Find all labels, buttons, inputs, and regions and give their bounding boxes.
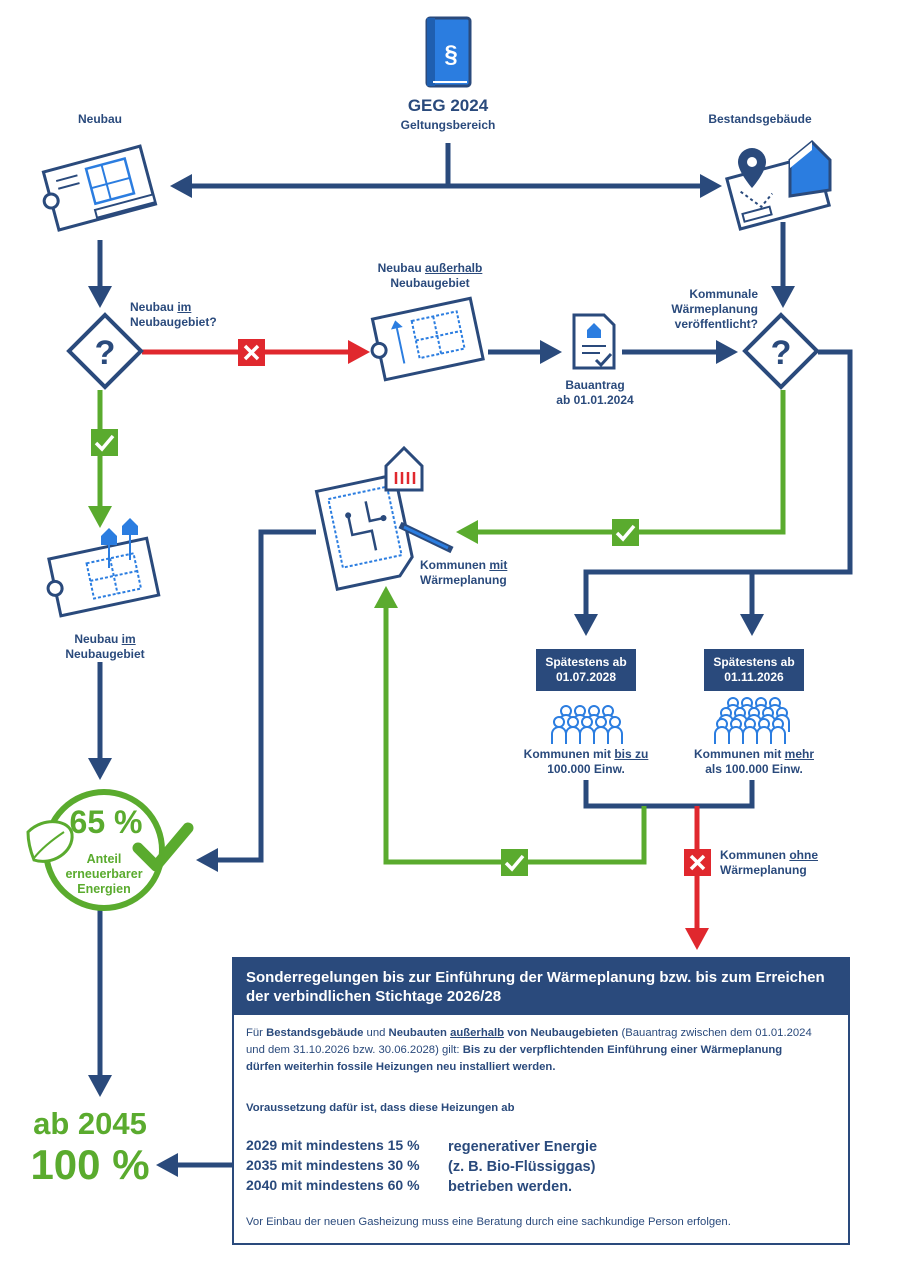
blueprint-icon xyxy=(46,536,161,618)
blueprint-icon xyxy=(41,144,158,232)
heating-plan-icon xyxy=(314,445,454,592)
question-diamond-icon: ? xyxy=(742,312,820,390)
header: GEG 2024 Geltungsbereich xyxy=(378,96,518,132)
law-book-icon: § xyxy=(425,16,472,88)
document-icon xyxy=(572,313,616,370)
green-arrowheads xyxy=(88,506,478,608)
regen-text: regenerativer Energie(z. B. Bio-Flüssigg… xyxy=(448,1139,598,1195)
neubau-label: Neubau xyxy=(77,112,122,126)
check-icon xyxy=(612,519,639,546)
rules-paragraph-2: Voraussetzung dafür ist, dass diese Heiz… xyxy=(246,1102,515,1114)
svg-text:?: ? xyxy=(771,334,792,372)
question-diamond-icon: ? xyxy=(66,312,144,390)
check-icon xyxy=(501,849,528,876)
people-group-icon xyxy=(551,705,623,744)
blueprint-icon xyxy=(370,296,485,382)
rules-heading: Sonderregelungen bis zur Einführung der … xyxy=(234,959,848,1015)
goal-percent: 100 % xyxy=(30,1141,150,1188)
cross-icon xyxy=(238,339,265,366)
goal-year: ab 2045 xyxy=(33,1106,147,1141)
page-title: GEG 2024 xyxy=(407,96,489,115)
svg-text:?: ? xyxy=(95,334,116,372)
percent-2029: 2029 mit mindestens 15 % xyxy=(246,1137,420,1153)
house-icon xyxy=(101,518,138,568)
percent-2040: 2040 mit mindestens 60 % xyxy=(246,1177,420,1193)
percent-2035: 2035 mit mindestens 30 % xyxy=(246,1157,420,1173)
map-pin-house-icon xyxy=(725,139,832,231)
badge-percent: 65 % xyxy=(69,804,143,840)
green-connectors xyxy=(97,390,786,865)
svg-text:§: § xyxy=(444,41,457,68)
rules-box: Sonderregelungen bis zur Einführung der … xyxy=(232,957,850,1245)
check-icon xyxy=(91,429,118,456)
rules-footer: Vor Einbau der neuen Gasheizung muss ein… xyxy=(246,1216,731,1228)
red-connectors xyxy=(142,349,700,928)
bestand-label: Bestandsgebäude xyxy=(708,112,812,126)
people-group-icon xyxy=(714,697,790,744)
rules-paragraph-1: Für Bestandsgebäude und Neubauten außerh… xyxy=(246,1027,812,1073)
cross-icon xyxy=(684,849,711,876)
red-arrowheads xyxy=(348,340,709,950)
page-subtitle: Geltungsbereich xyxy=(400,118,496,132)
renewable-badge-icon xyxy=(26,789,194,911)
